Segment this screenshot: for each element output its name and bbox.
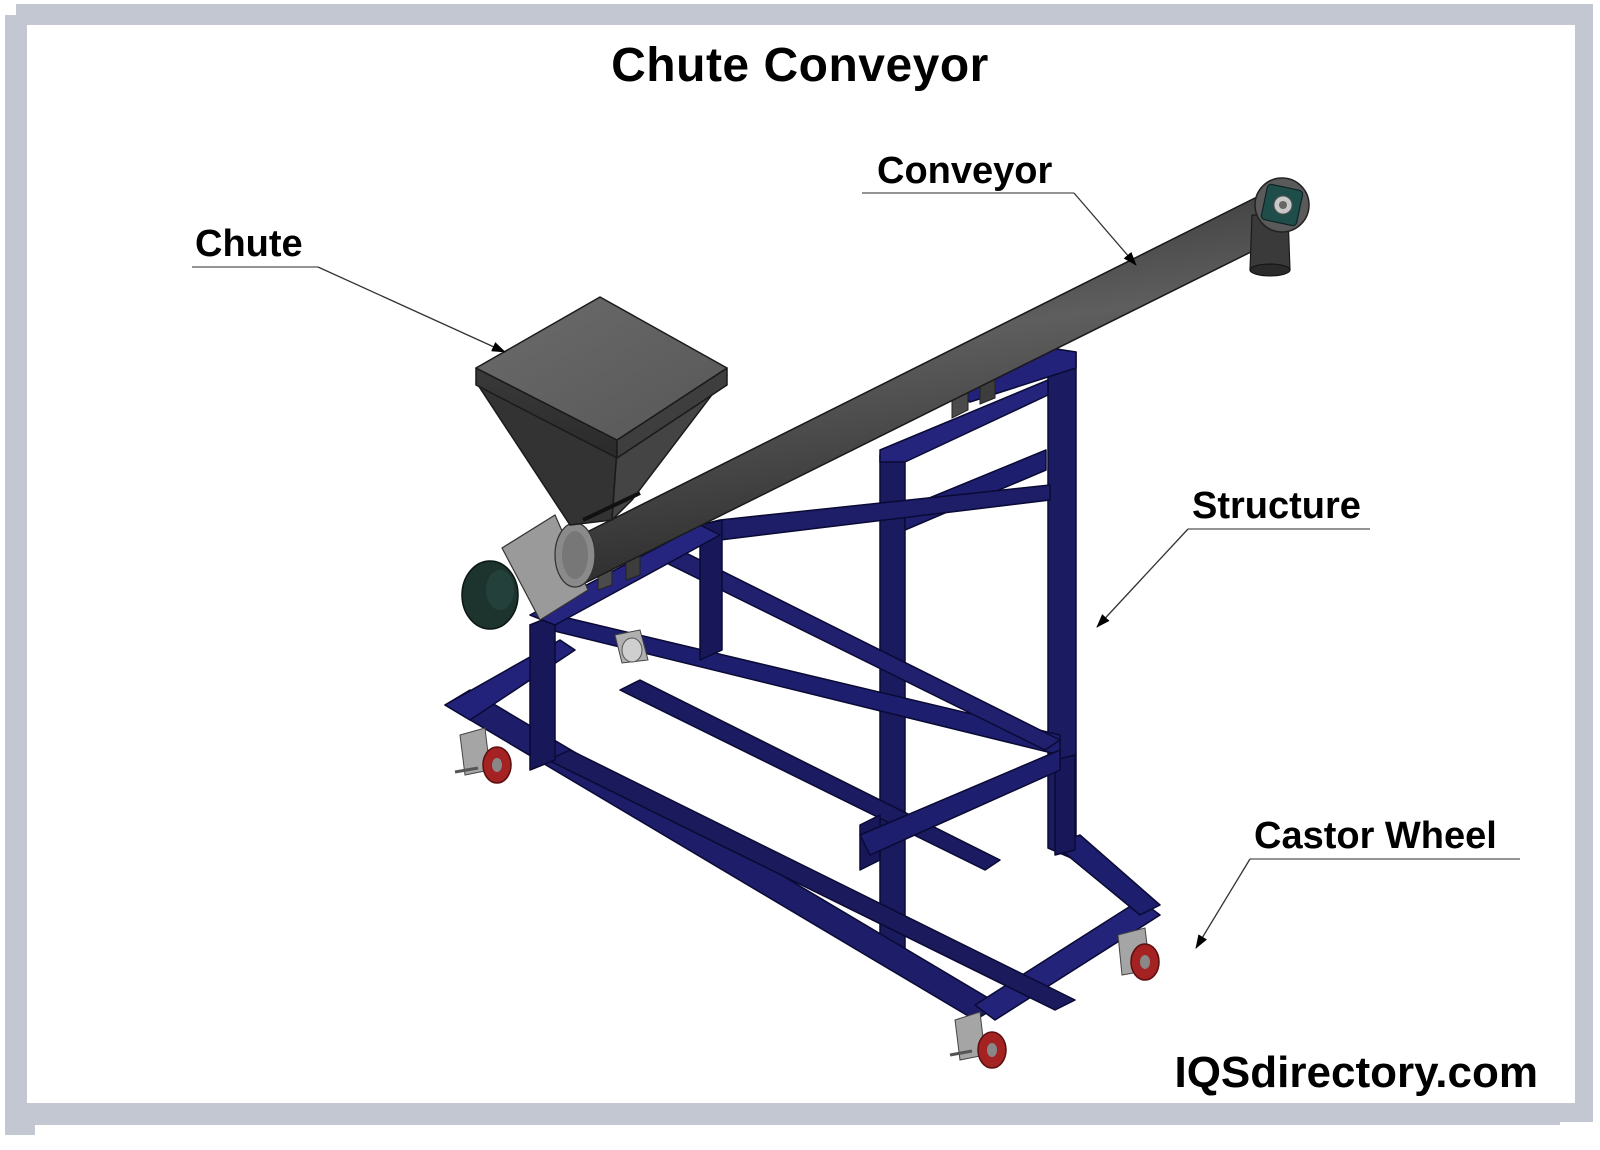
- leader-chute: [192, 266, 506, 353]
- frame-post-right-back: [1054, 754, 1076, 856]
- frame-top-front: [879, 379, 1049, 463]
- brand-watermark: IQSdirectory.com: [1174, 1048, 1538, 1097]
- label-conveyor: Conveyor: [877, 150, 1053, 192]
- frame-post-left-back: [699, 519, 723, 661]
- hopper-top: [475, 296, 728, 441]
- castor-wheel-front-left: [454, 727, 512, 784]
- diagram-title: Chute Conveyor: [611, 39, 989, 92]
- castor-wheel-front-right: [949, 1011, 1007, 1069]
- label-structure: Structure: [1192, 485, 1361, 527]
- label-castor-wheel: Castor Wheel: [1254, 815, 1497, 857]
- frame-rail-inner: [547, 749, 1076, 1011]
- castor-wheel-back-left: [614, 629, 649, 664]
- drive-assembly: [461, 514, 596, 630]
- structure-frame: [444, 347, 1161, 1021]
- frame-border-bottom: [5, 1103, 1560, 1125]
- frame-rail-lower-cross: [859, 749, 1061, 856]
- frame-rail-mid-1: [529, 614, 1061, 756]
- frame-post-left-front: [529, 614, 556, 771]
- chute-hopper: [475, 296, 728, 526]
- leader-conveyor: [862, 192, 1137, 266]
- label-chute: Chute: [195, 223, 303, 265]
- frame-rail-top-left: [529, 524, 721, 626]
- leader-structure: [1096, 528, 1370, 628]
- leader-castor-wheel: [1195, 858, 1520, 949]
- castor-wheel-back-right: [1117, 927, 1160, 981]
- diagram-panel: [27, 25, 1575, 1103]
